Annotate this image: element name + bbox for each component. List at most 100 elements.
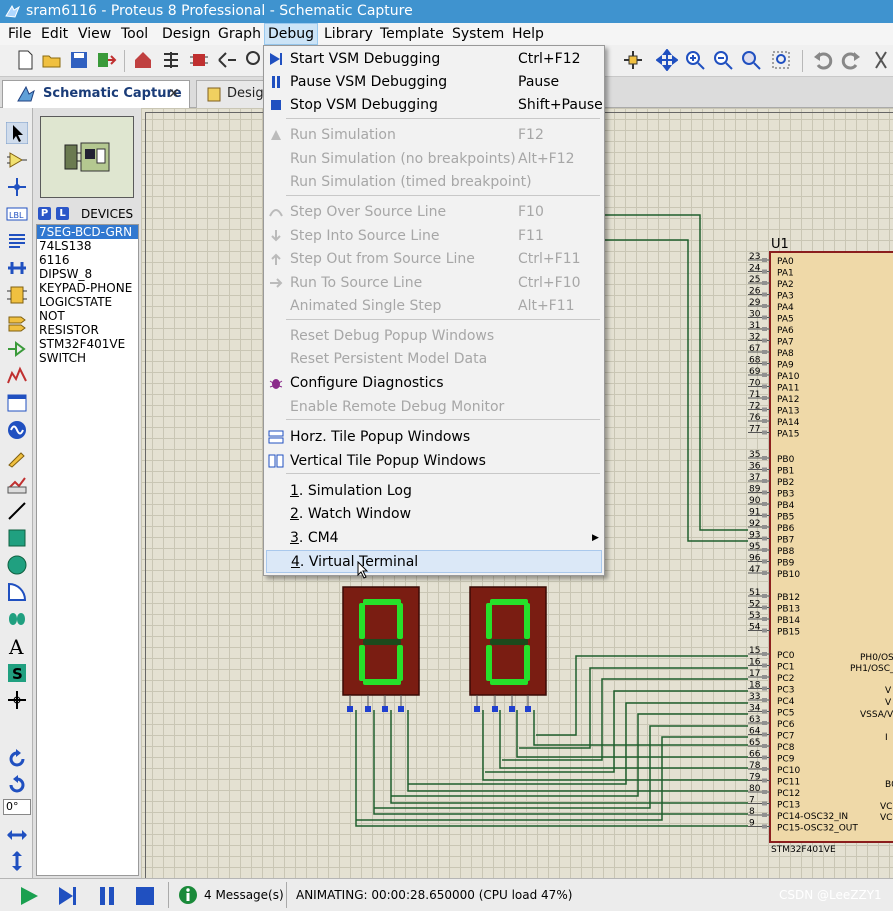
stop-button-icon[interactable] [134,885,156,907]
pick-devices-button[interactable]: P [38,207,51,220]
menu-item-configure-diagnostics[interactable]: Configure Diagnostics [266,372,602,395]
line-tool-icon[interactable] [6,500,28,522]
zoom-icon[interactable] [244,49,266,71]
schematic-icon[interactable] [160,49,182,71]
subcircuit-icon[interactable] [6,284,28,306]
list-item[interactable]: LOGICSTATE [39,295,113,309]
list-item[interactable]: SWITCH [39,351,87,365]
menu-template[interactable]: Template [380,26,444,42]
path-tool-icon[interactable] [6,608,28,630]
voltage-probe-icon[interactable] [6,446,28,468]
redo-icon[interactable] [840,49,862,71]
buses-icon[interactable] [6,257,28,279]
gallery-icon[interactable] [216,49,238,71]
list-item[interactable]: NOT [39,309,65,323]
component-mode-icon[interactable] [6,149,28,171]
zoom-all-icon[interactable] [740,49,762,71]
menu-item-virtual-terminal[interactable]: 4. Virtual Terminal [266,550,602,573]
device-pins-icon[interactable] [6,338,28,360]
list-item[interactable]: 74LS138 [39,239,92,253]
undo-icon[interactable] [812,49,834,71]
list-item[interactable]: STM32F401VE [39,337,126,351]
zoom-in-icon[interactable] [684,49,706,71]
pin-name: PA7 [777,338,794,348]
menu-separator [286,118,600,119]
menu-help[interactable]: Help [512,26,544,42]
save-icon[interactable] [68,49,90,71]
menu-graph[interactable]: Graph [218,26,261,42]
rotation-angle-field[interactable]: 0° [3,799,31,815]
home-icon[interactable] [132,49,154,71]
tab-design[interactable]: Design [196,80,272,108]
text-script-icon[interactable] [6,230,28,252]
zoom-out-icon[interactable] [712,49,734,71]
pin-name: PA10 [777,372,800,382]
pcb-icon[interactable] [188,49,210,71]
menu-shortcut: Ctrl+F10 [518,275,581,291]
menu-item-label: Reset Persistent Model Data [290,351,488,367]
marker-tool-icon[interactable] [6,689,28,711]
list-item[interactable]: DIPSW_8 [39,267,93,281]
wire-label-icon[interactable]: LBL [6,203,28,225]
graph-mode-icon[interactable] [6,365,28,387]
text-tool-icon[interactable]: A [6,635,28,657]
virtual-instruments-icon[interactable] [6,473,28,495]
tab-schematic-capture[interactable]: Schematic Capture ✕ [2,80,190,108]
pin-name: PC9 [777,755,795,765]
play-button-icon[interactable] [18,885,40,907]
pin-name: PC8 [777,743,795,753]
menu-design[interactable]: Design [162,26,211,42]
menu-view[interactable]: View [78,26,112,42]
menu-item-cm4[interactable]: 3. CM4▶ [266,527,602,550]
circle-tool-icon[interactable] [6,554,28,576]
rotate-clockwise-icon[interactable] [6,748,28,770]
menu-item-watch-window[interactable]: 2. Watch Window [266,503,602,526]
menu-item-horz-tile-popup-windows[interactable]: Horz. Tile Popup Windows [266,426,602,449]
step-button-icon[interactable] [56,885,78,907]
pause-button-icon[interactable] [96,885,118,907]
menu-tool[interactable]: Tool [121,26,149,42]
step-into-icon [271,230,281,242]
list-item[interactable]: KEYPAD-PHONE [39,281,133,295]
wire [407,710,748,792]
origin-icon[interactable] [622,49,644,71]
menu-system[interactable]: System [452,26,505,42]
generator-icon[interactable] [6,419,28,441]
symbol-tool-icon[interactable]: S [6,662,28,684]
menu-item-label: Run Simulation (no breakpoints) [290,151,516,167]
menu-item-vertical-tile-popup-windows[interactable]: Vertical Tile Popup Windows [266,450,602,473]
messages-count[interactable]: 4 Message(s) [204,888,284,902]
junction-dot-icon[interactable] [6,176,28,198]
cut-icon[interactable] [870,49,892,71]
tape-recorder-icon[interactable] [6,392,28,414]
list-item[interactable]: RESISTOR [39,323,99,337]
tab-close-icon[interactable]: ✕ [168,86,180,102]
library-manager-button[interactable]: L [56,207,69,220]
zoom-area-icon[interactable] [770,49,792,71]
menu-file[interactable]: File [8,26,32,42]
selection-mode-icon[interactable] [6,122,28,144]
new-file-icon[interactable] [14,49,36,71]
menu-debug[interactable]: Debug [264,23,319,45]
open-folder-icon[interactable] [41,49,63,71]
rotate-anticlockwise-icon[interactable] [6,774,28,796]
pin-name: PC15-OSC32_OUT [777,824,858,834]
mirror-horizontal-icon[interactable] [6,824,28,846]
menu-library[interactable]: Library [324,26,373,42]
pan-icon[interactable] [656,49,678,71]
component-preview [40,116,134,198]
arc-tool-icon[interactable] [6,581,28,603]
menu-edit[interactable]: Edit [41,26,69,42]
info-icon[interactable] [178,885,198,905]
list-item[interactable]: 6116 [39,253,70,267]
list-item[interactable]: 7SEG-BCD-GRN [37,225,138,239]
terminals-icon[interactable] [6,311,28,333]
import-icon[interactable] [95,49,117,71]
mirror-vertical-icon[interactable] [6,850,28,872]
box-tool-icon[interactable] [6,527,28,549]
menu-item-simulation-log[interactable]: 1. Simulation Log [266,480,602,503]
